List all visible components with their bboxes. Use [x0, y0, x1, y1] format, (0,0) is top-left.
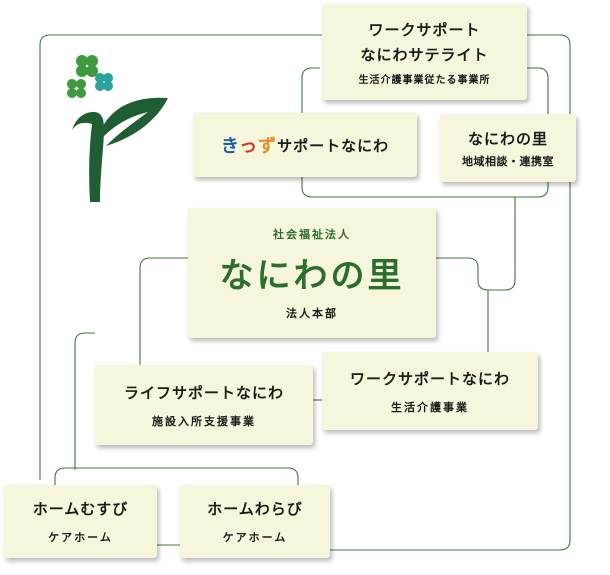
outer-frame-line-right [330, 34, 571, 551]
node-title: ホームむすび [32, 500, 129, 518]
node-title: ワークサポート [368, 20, 481, 39]
clover-icon [67, 55, 113, 98]
node-home-warabi: ホームわらび ケアホーム [180, 485, 330, 558]
kizzu-label: きっず [220, 136, 278, 157]
node-subtitle: ケアホーム [222, 531, 288, 544]
hq-to-right-line [436, 197, 516, 291]
node-title: ホームわらび [207, 500, 303, 518]
node-subtitle: 地域相談・連携室 [462, 154, 554, 168]
logo-icon [67, 55, 168, 202]
node-work-support-satellite: ワークサポート なにわサテライト 生活介護事業従たる事業所 [322, 4, 527, 100]
node-title: ライフサポートなにわ [123, 383, 284, 402]
left-loop-line [74, 332, 95, 470]
hq-left-line [139, 257, 188, 365]
homes-connector [54, 467, 299, 485]
node-title: ワークサポートなにわ [349, 369, 510, 388]
node-subtitle: 生活介護事業従たる事業所 [358, 74, 491, 86]
node-title-2: なにわサテライト [360, 45, 489, 64]
kizzu-title: サポートなにわ [277, 136, 390, 155]
hq-subtitle: 法人本部 [286, 306, 338, 320]
hq-label: 社会福祉法人 [273, 227, 351, 241]
inner-top-loop [301, 67, 549, 198]
node-naniwa-sato-office: なにわの里 地域相談・連携室 [440, 114, 576, 182]
node-life-support: ライフサポートなにわ 施設入所支援事業 [95, 365, 313, 445]
node-home-musubi: ホームむすび ケアホーム [4, 485, 157, 558]
node-kizzu-support: きっず サポートなにわ [193, 113, 417, 177]
node-subtitle: 施設入所支援事業 [152, 414, 256, 428]
outer-frame-line [39, 34, 322, 480]
node-work-support: ワークサポートなにわ 生活介護事業 [322, 352, 538, 430]
hq-title: なにわの里 [219, 255, 405, 296]
node-title: なにわの里 [467, 129, 548, 148]
node-subtitle: ケアホーム [48, 531, 113, 544]
node-subtitle: 生活介護事業 [391, 400, 469, 414]
node-headquarters: 社会福祉法人 なにわの里 法人本部 [188, 208, 436, 338]
